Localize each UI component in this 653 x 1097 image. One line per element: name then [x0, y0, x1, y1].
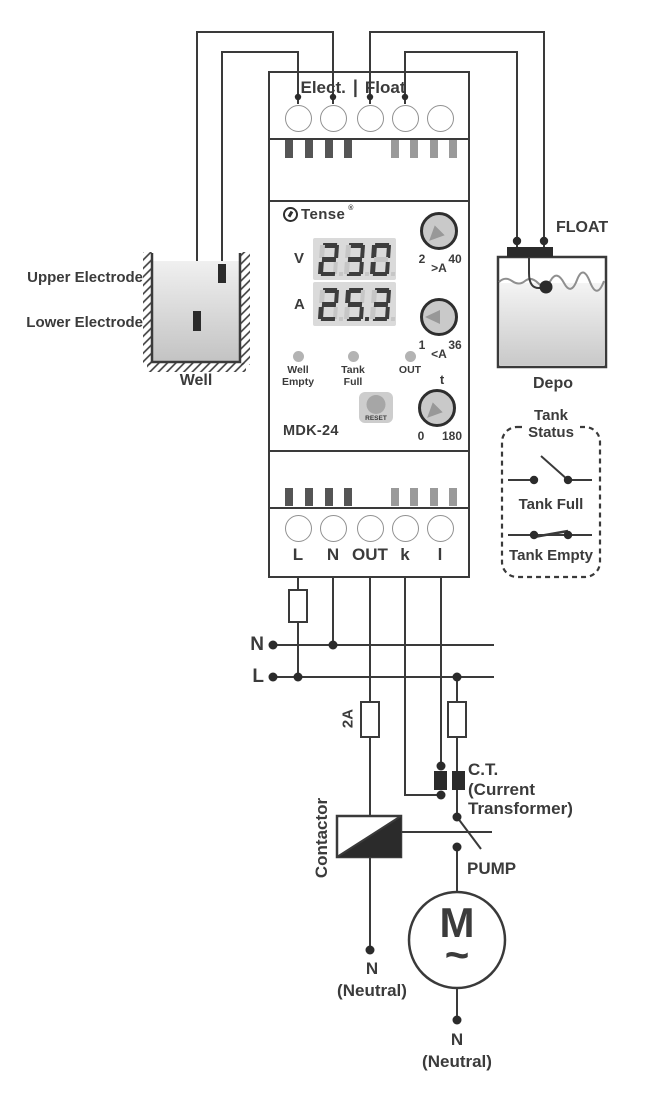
led-tank-full: [347, 351, 359, 362]
neutral-left-n: N: [365, 959, 379, 978]
terminal-label-L: L: [292, 545, 304, 564]
terminal-unused-top: [426, 104, 454, 132]
knob-undercurrent-min: 1: [418, 338, 426, 352]
knob-time[interactable]: [418, 389, 456, 427]
terminal-label-OUT: OUT: [352, 545, 388, 564]
device-header: Elect. | Float: [270, 77, 436, 98]
header-elect-label: Elect.: [300, 78, 346, 97]
device-divider: [270, 138, 468, 140]
terminal-l: [426, 515, 454, 542]
terminal-k: [391, 515, 419, 542]
pump-label: PUMP: [467, 859, 517, 878]
clip-bar: [430, 140, 438, 158]
clip-bar: [430, 488, 438, 506]
mdk24-relay-device: Elect. | Float Tense ® V A: [268, 71, 470, 578]
clip-bar: [410, 140, 418, 158]
clip-bar: [391, 488, 399, 506]
knob-pointer: [414, 385, 459, 430]
tense-logo-icon: [283, 207, 298, 222]
tank-full-label: Tank Full: [518, 496, 584, 513]
tank-status-title-2: Status: [511, 424, 591, 441]
clip-bar: [344, 140, 352, 158]
clip-bar: [325, 488, 333, 506]
terminal-L: [284, 515, 312, 542]
knob-overcurrent-max: 40: [448, 252, 462, 266]
terminal-N: [319, 515, 347, 542]
knob-overcurrent-label: >A: [431, 261, 447, 275]
led-label-out: OUT: [398, 364, 422, 376]
clip-bar: [285, 140, 293, 158]
device-divider: [270, 507, 468, 509]
led-well-empty: [292, 351, 304, 362]
voltage-display: [313, 238, 396, 280]
terminal-label-k: k: [400, 545, 410, 564]
fuse-2a-label: 2A: [339, 708, 357, 729]
clip-bar: [305, 140, 313, 158]
knob-overcurrent-min: 2: [418, 252, 426, 266]
terminal-float-1: [356, 104, 384, 132]
ct-label: C.T. (Current Transformer): [468, 760, 573, 818]
terminal-elect-2: [319, 104, 347, 132]
terminal-elect-1: [284, 104, 312, 132]
model-label: MDK-24: [283, 423, 339, 439]
registered-mark: ®: [348, 205, 354, 212]
voltage-unit-label: V: [294, 250, 305, 267]
tank-status-title-1: Tank: [534, 407, 568, 424]
neutral-left-caption: (Neutral): [337, 981, 407, 1000]
upper-electrode-label: Upper Electrode: [27, 269, 143, 286]
neutral-right-caption: (Neutral): [422, 1052, 492, 1071]
terminal-OUT: [356, 515, 384, 542]
knob-overcurrent[interactable]: [420, 212, 458, 250]
neutral-line-label: N: [250, 634, 264, 655]
header-separator: |: [352, 77, 358, 97]
brand-logo: Tense ®: [283, 205, 354, 223]
contactor-label: Contactor: [312, 797, 331, 879]
current-unit-label: A: [294, 296, 305, 313]
knob-undercurrent-max: 36: [448, 338, 462, 352]
clip-bar: [391, 140, 399, 158]
knob-pointer: [416, 208, 461, 253]
reset-label: RESET: [365, 415, 387, 422]
led-out: [404, 351, 416, 362]
depo-caption: Depo: [533, 375, 573, 392]
clip-bar: [449, 140, 457, 158]
well-caption: Well: [179, 372, 213, 389]
tank-empty-label: Tank Empty: [501, 547, 601, 564]
terminal-label-N: N: [326, 545, 340, 564]
knob-undercurrent[interactable]: [420, 298, 458, 336]
knob-time-max: 180: [441, 429, 463, 443]
neutral-right-n: N: [450, 1030, 464, 1049]
clip-bar: [285, 488, 293, 506]
clip-bar: [449, 488, 457, 506]
knob-time-min: 0: [417, 429, 425, 443]
clip-bar: [410, 488, 418, 506]
float-label: FLOAT: [556, 219, 609, 236]
lower-electrode-label: Lower Electrode: [26, 314, 143, 331]
brand-name: Tense: [301, 206, 346, 223]
header-float-label: Float: [364, 78, 406, 97]
terminal-label-l: l: [437, 545, 443, 564]
clip-bar: [305, 488, 313, 506]
reset-button[interactable]: RESET: [359, 392, 393, 423]
motor-wave-symbol: ~: [444, 931, 470, 978]
knob-pointer: [423, 301, 455, 333]
device-face: Tense ® V A 2 >A 40 1 <A 36: [270, 200, 468, 452]
clip-bar: [325, 140, 333, 158]
knob-time-label: t: [439, 372, 445, 387]
live-line-label: L: [252, 666, 264, 687]
knob-undercurrent-label: <A: [431, 347, 447, 361]
clip-bar: [344, 488, 352, 506]
current-display: [313, 282, 396, 326]
terminal-float-2: [391, 104, 419, 132]
